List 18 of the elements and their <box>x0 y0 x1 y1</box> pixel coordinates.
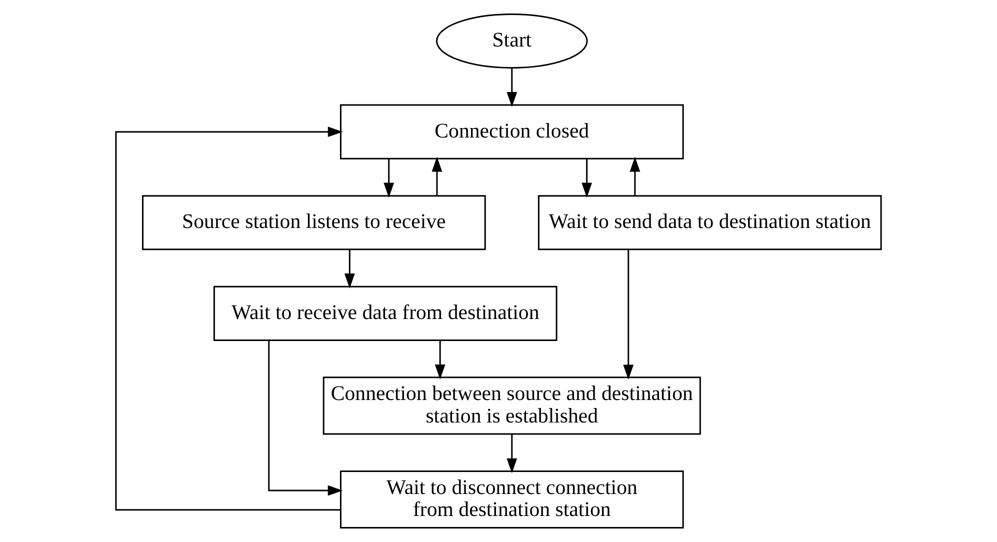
arrow <box>115 126 343 511</box>
node-box: Wait to receive data from destination <box>213 286 558 341</box>
arrow <box>506 68 518 107</box>
arrow <box>344 250 355 288</box>
arrow <box>506 434 518 474</box>
node-box: Wait to disconnect connection from destination station <box>340 470 684 528</box>
node-box: Source station listens to receive <box>142 195 486 250</box>
arrow <box>582 159 592 198</box>
arrow <box>630 156 640 196</box>
arrow <box>434 340 446 380</box>
arrow <box>432 156 442 196</box>
node-ellipse: Start <box>436 14 588 69</box>
node-box: Connection between source and destination station is established <box>322 376 701 435</box>
arrow <box>623 250 634 380</box>
node-box: Wait to send data to destination station <box>538 195 882 250</box>
arrow <box>268 340 343 496</box>
node-box: Connection closed <box>340 104 684 160</box>
arrow <box>384 159 394 198</box>
